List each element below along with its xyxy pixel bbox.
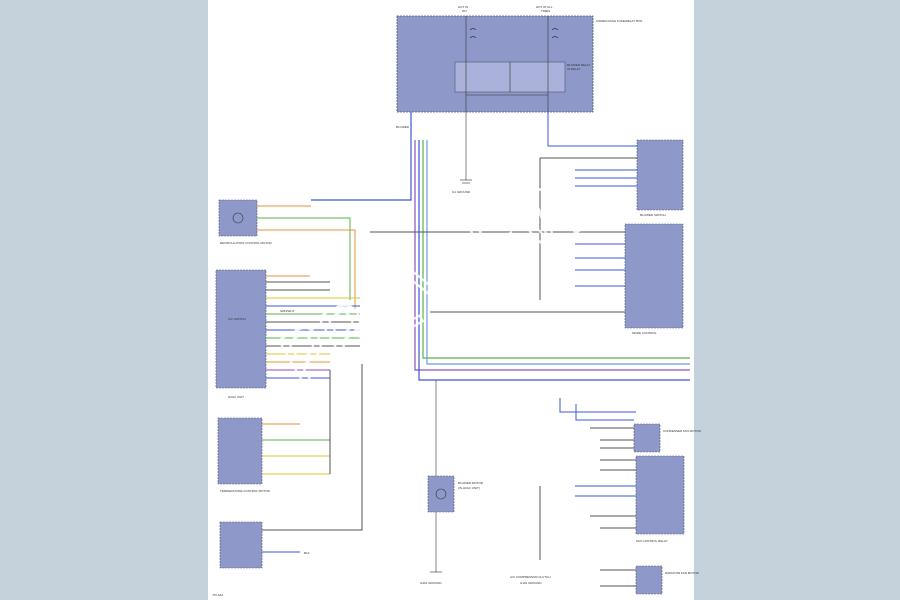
right-bottom-wires [539,398,636,587]
mode-control-wires [370,231,625,313]
mode-control-label: MODE CONTROL [632,331,657,335]
fuse-box-internal-wiring [465,16,559,112]
blower-relay-label: BLOWER RELAY [567,63,590,67]
bottom-left-wires [262,364,363,553]
fan-control-label: FAN CONTROL RELAY [636,539,668,543]
fuse-box-label: UNDER-DASH FUSE/RELAY BOX [596,19,642,23]
recirc-wires [257,205,356,310]
blower-switch-box [636,139,684,211]
bottom-left-connector-box [219,521,263,569]
recirc-motor-label: RECIRCULATION CONTROL MOTOR [220,241,272,245]
blower-motor-box [427,475,455,513]
radiator-fan-box [635,565,663,595]
recirc-motor-icon [232,212,244,224]
temp-control-box [217,417,263,485]
page-id: J70 ZA2 [212,593,224,597]
g401-label: G401 GROUND [420,581,442,585]
blower-motor-stems [430,380,442,573]
g1-ground-label: G1 GROUND [452,190,471,194]
fuse-label-hot-on: HOT IN [458,5,468,9]
blower-switch-wires [539,112,637,300]
blower-motor-icon [435,488,447,500]
hvac-unit-label: HVAC UNIT [228,395,244,399]
fuse-label-on: ON [462,9,467,13]
wire-label-blk: BLK [304,551,310,555]
recirc-motor-box [218,199,258,237]
mode-control-box [624,223,684,329]
ac-compressor-label: A/C COMPRESSOR CLUTCH [510,575,551,579]
left-harness [311,112,690,381]
blower-motor-label: BLOWER MOTOR [458,481,484,485]
fuse-label-hot-always: HOT AT ALL [536,5,553,9]
fan-control-relay-box [635,455,685,535]
temp-control-wires [262,370,331,475]
blower-switch-label: BLOWER SWITCH [640,213,666,217]
g1-ground-stem [460,112,472,184]
radiator-fan-label: RADIATOR FAN MOTOR [665,571,700,575]
ac-switch-box [215,269,267,389]
blower-motor-sub: (IN HVAC UNIT) [458,486,480,490]
ac-switch-label: A/C SWITCH [228,317,246,321]
wire-label-grn-wht: GRN/WHT [280,309,294,313]
relay-sub-label: IN RELAY [567,67,580,71]
ac-switch-wires [266,275,360,379]
condenser-fan-label: CONDENSER FAN MOTOR [663,429,702,433]
fuse-label-times: TIMES [541,9,550,13]
condenser-fan-box [633,423,661,453]
temp-control-label: TEMPERATURE CONTROL MOTOR [220,489,271,493]
wire-label-blu-red: BLU/RED [396,125,410,129]
g101-label: G101 GROUND [520,581,542,585]
